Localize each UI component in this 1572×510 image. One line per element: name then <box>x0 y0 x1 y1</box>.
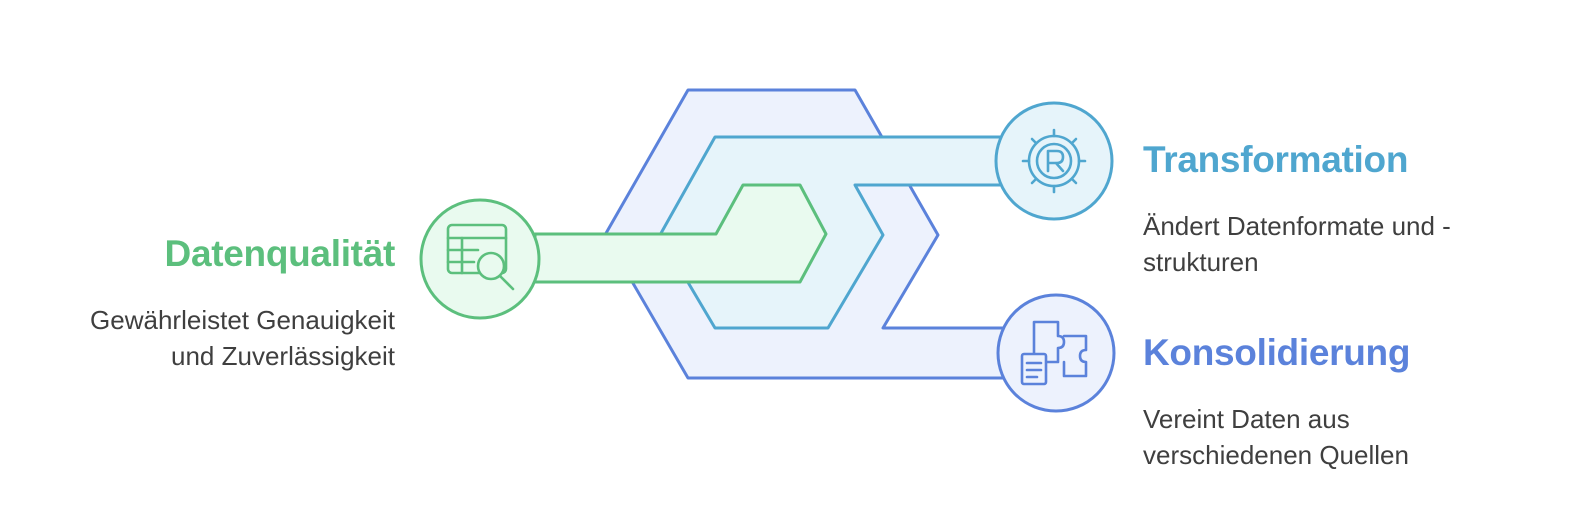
consolidation-desc-line-1: Vereint Daten aus <box>1143 404 1350 434</box>
quality-pipe <box>533 183 828 284</box>
consolidation-node <box>996 293 1116 413</box>
consolidation-title: Konsolidierung <box>1143 332 1411 373</box>
quality-desc-line-1: Gewährleistet Genauigkeit <box>90 305 395 335</box>
consolidation-label-block: Konsolidierung Vereint Daten aus verschi… <box>1143 331 1543 473</box>
gear-r-icon <box>1021 128 1087 194</box>
consolidation-desc-line-2: verschiedenen Quellen <box>1143 440 1409 470</box>
consolidation-description: Vereint Daten aus verschiedenen Quellen <box>1143 401 1543 473</box>
transformation-desc-line-2: strukturen <box>1143 247 1259 277</box>
transformation-label-block: Transformation Ändert Datenformate und -… <box>1143 138 1543 280</box>
puzzle-document-icon <box>1020 320 1088 386</box>
transformation-description: Ändert Datenformate und - strukturen <box>1143 208 1543 280</box>
table-search-icon <box>446 223 515 291</box>
quality-description: Gewährleistet Genauigkeit und Zuverlässi… <box>40 302 395 374</box>
quality-desc-line-2: und Zuverlässigkeit <box>171 341 395 371</box>
quality-label-block: Datenqualität Gewährleistet Genauigkeit … <box>40 232 395 374</box>
quality-title: Datenqualität <box>164 233 396 274</box>
transformation-title: Transformation <box>1143 139 1409 180</box>
transformation-node <box>994 101 1114 221</box>
transformation-desc-line-1: Ändert Datenformate und - <box>1143 211 1451 241</box>
